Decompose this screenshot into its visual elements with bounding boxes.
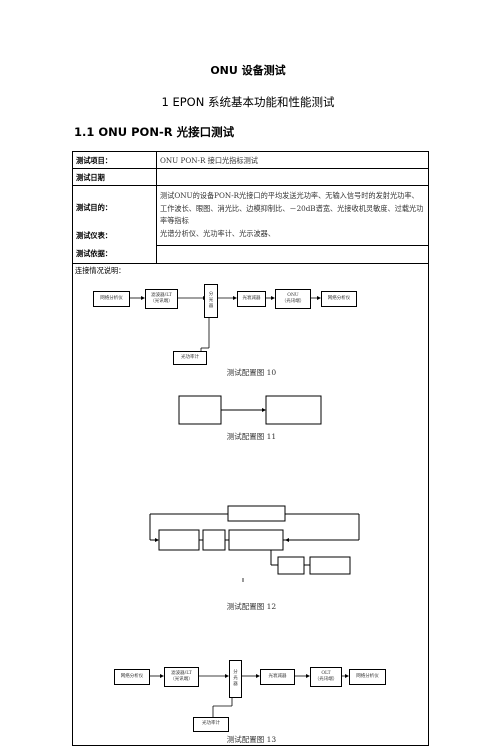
figure-11-wires xyxy=(178,395,322,424)
row-label-test-date: 测试日期 xyxy=(72,168,157,186)
row-value-basis xyxy=(156,244,429,264)
figure-10-wires xyxy=(128,295,321,351)
fig10-splitter: 分 光 器 xyxy=(204,283,218,318)
figure-12-wires xyxy=(149,505,360,582)
fig10-power-meter: 光功率计 xyxy=(173,350,207,365)
fig13-caption: 测试配置图 13 xyxy=(226,734,277,744)
fig13-filter: 滤波器/LT （光讯端） xyxy=(164,666,199,687)
figure-10: 网络分析仪 滤波器/LT （光讯端） 分 光 器 光衰减器 ONU （光讯端） … xyxy=(73,264,430,404)
figure-11: 测试配置图 11 xyxy=(73,388,430,498)
fig10-attenuator: 光衰减器 xyxy=(237,290,266,307)
row-label-purpose-group: 测试目的： 测试仪表： xyxy=(72,185,157,245)
row-value-test-item: ONU PON-R 接口光指标测试 xyxy=(156,151,429,169)
document-title: ONU 设备测试 xyxy=(210,64,286,77)
row-value-purpose: 测试ONU的设备PON-R光接口的平均发送光功率、无输入信号时的发射光功率、工作… xyxy=(160,191,424,226)
row-value-purpose-group: 测试ONU的设备PON-R光接口的平均发送光功率、无输入信号时的发射光功率、工作… xyxy=(156,185,429,246)
fig11-caption: 测试配置图 11 xyxy=(226,431,277,441)
fig13-onu: OLT （光讯端） xyxy=(310,666,342,687)
figure-13: 网络分析仪 滤波器/LT （光讯端） 分 光 器 光衰减器 OLT （光讯端） … xyxy=(73,634,430,744)
fig13-power-meter: 光功率计 xyxy=(193,716,229,732)
fig10-analyzer-right: 网络分析仪 xyxy=(321,290,357,307)
fig13-analyzer-left: 网络分析仪 xyxy=(114,668,150,685)
row-label-instruments: 测试仪表： xyxy=(76,230,112,240)
figure-13-wires xyxy=(148,673,349,717)
test-spec-table: 测试项目： ONU PON-R 接口光指标测试 测试日期 测试目的： 测试仪表：… xyxy=(72,151,429,746)
subsection-title: 1.1 ONU PON-R 光接口测试 xyxy=(74,125,235,139)
fig13-analyzer-right: 网络分析仪 xyxy=(349,668,386,685)
row-value-test-date xyxy=(156,168,429,186)
row-label-basis: 测试依据： xyxy=(72,245,157,264)
fig10-analyzer-left: 网络分析仪 xyxy=(93,290,130,307)
fig10-caption: 测试配置图 10 xyxy=(226,367,277,377)
row-label-purpose: 测试目的： xyxy=(76,203,112,212)
diagram-cell: 连接情况说明： xyxy=(72,262,430,746)
fig13-attenuator: 光衰减器 xyxy=(260,668,295,685)
row-label-test-item: 测试项目： xyxy=(72,151,157,169)
fig10-onu: ONU （光讯端） xyxy=(275,288,311,309)
section-title: 1 EPON 系统基本功能和性能测试 xyxy=(161,95,335,109)
row-value-instruments: 光谱分析仪、光功率计、光示波器、 xyxy=(160,228,276,238)
figure-12: 测试配置图 12 xyxy=(73,496,430,626)
connection-label: 连接情况说明： xyxy=(75,265,126,275)
fig10-filter: 滤波器/LT （光讯端） xyxy=(145,288,178,309)
fig13-splitter: 分 光 器 xyxy=(229,659,242,698)
fig12-caption: 测试配置图 12 xyxy=(226,601,277,611)
